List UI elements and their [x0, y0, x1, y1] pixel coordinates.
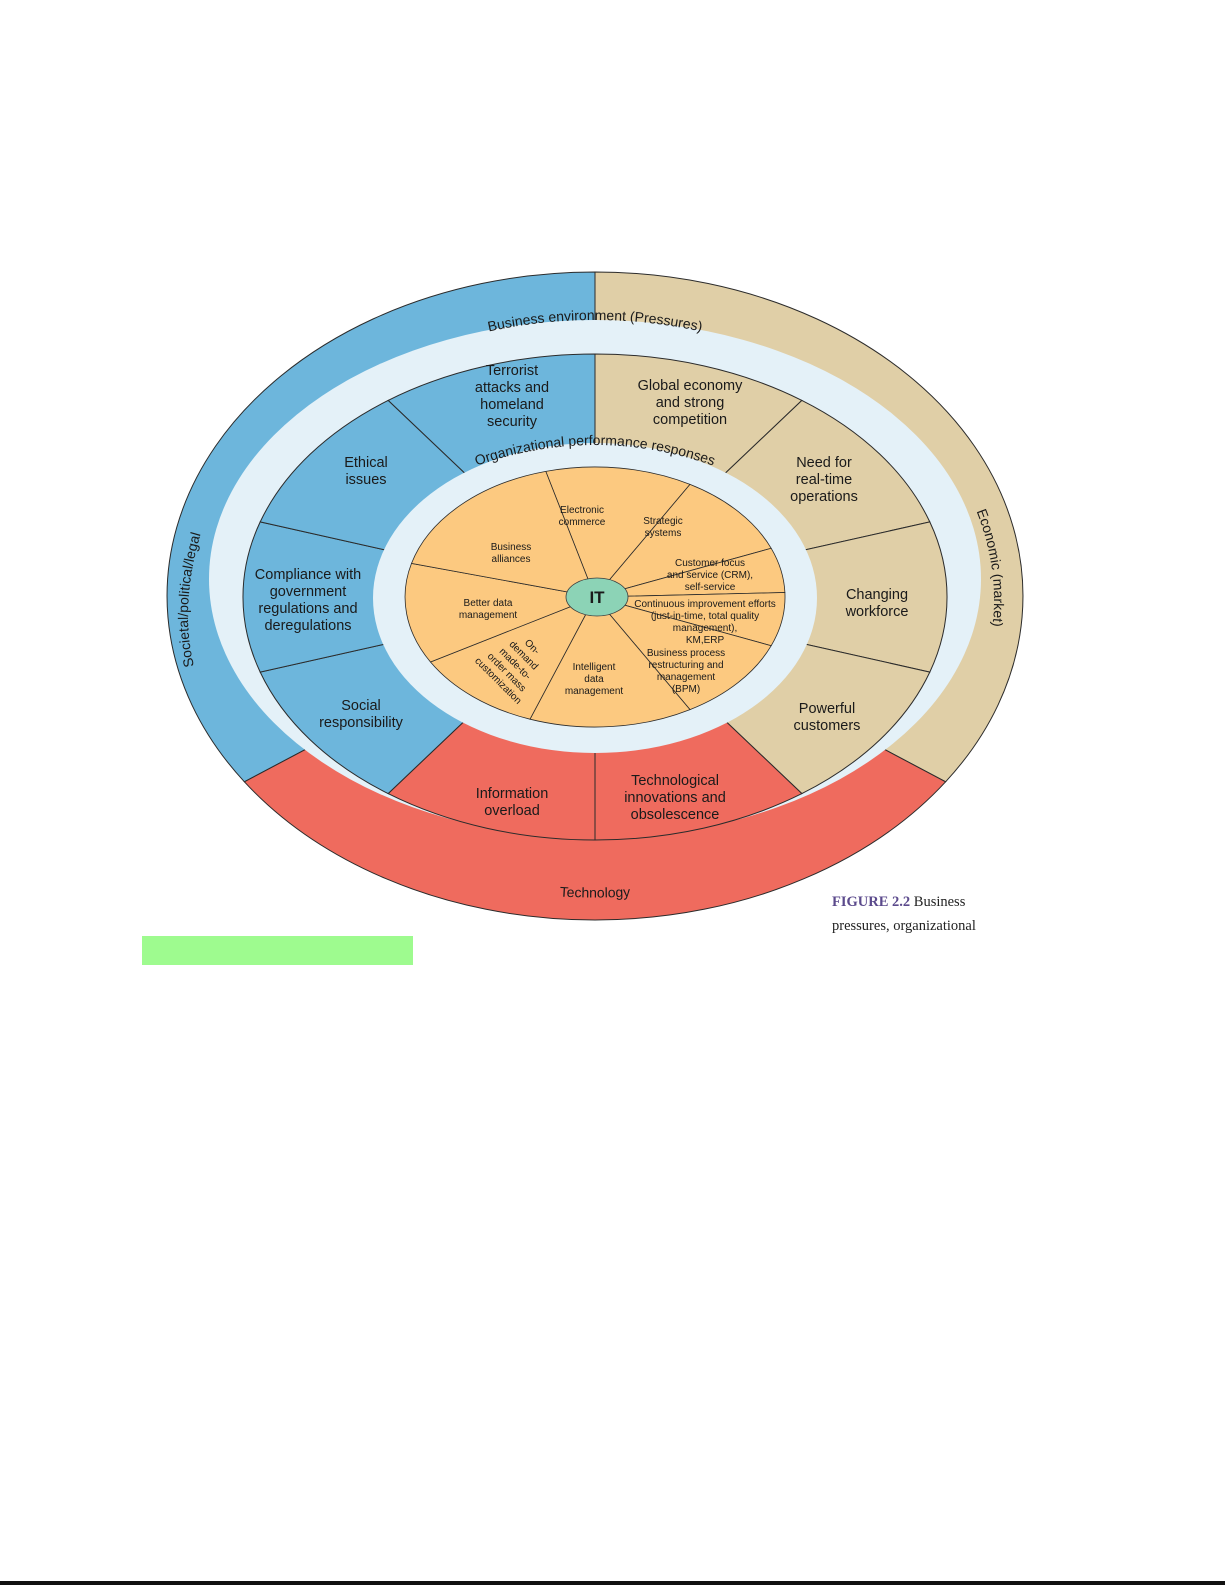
- pressure-label-real-time-line: operations: [790, 489, 858, 505]
- pressure-label-compliance-line: Compliance with: [255, 567, 361, 583]
- response-label-crm-line: and service (CRM),: [667, 570, 753, 581]
- response-label-bpm-line: restructuring and: [648, 660, 723, 671]
- response-label-strategic-line: Strategic: [643, 516, 682, 527]
- pressure-label-compliance-line: deregulations: [264, 618, 351, 634]
- figure-caption-text: Business pressures, organizational: [832, 894, 976, 934]
- response-sector-strategic: [593, 483, 772, 598]
- pressure-label-real-time-line: real-time: [796, 472, 852, 488]
- response-sector-better-data: [404, 562, 597, 663]
- response-label-better-data-line: Better data: [464, 598, 513, 609]
- response-sector-bpm: [593, 596, 772, 711]
- response-label-continuous-line: management),: [673, 623, 737, 634]
- pressure-label-workforce-line: Changing: [846, 587, 908, 603]
- pressure-label-social-line: Social: [341, 698, 381, 714]
- figure-caption: FIGURE 2.2 Business pressures, organizat…: [832, 890, 1002, 934]
- highlight-bar: [142, 936, 413, 965]
- pressure-label-real-time-line: Need for: [796, 455, 852, 471]
- business-pressures-diagram: IT Business environment (Pressures) Orga…: [166, 271, 1024, 921]
- response-label-alliances-line: alliances: [492, 554, 531, 565]
- response-label-crm-line: self-service: [685, 582, 736, 593]
- response-label-bpm-line: management: [657, 672, 716, 683]
- response-label-on-demand: On-demandmade-to-order masscustomization: [472, 622, 557, 707]
- pressure-label-terrorist-line: homeland: [480, 397, 544, 413]
- pressure-label-terrorist-line: Terrorist: [486, 363, 538, 379]
- response-label-alliances-line: Business: [491, 542, 532, 553]
- pressure-label-ethical-line: issues: [345, 472, 386, 488]
- response-label-intelligent-line: management: [565, 686, 624, 697]
- pressure-label-customers-line: customers: [794, 718, 861, 734]
- response-label-intelligent-line: Intelligent: [573, 662, 616, 673]
- response-label-continuous-line: Continuous improvement efforts: [634, 599, 776, 610]
- pressure-label-terrorist-line: security: [487, 414, 538, 430]
- pressure-label-compliance-line: government: [270, 584, 347, 600]
- it-label: IT: [589, 588, 605, 607]
- pressure-label-customers-line: Powerful: [799, 701, 855, 717]
- pressure-label-info-overload-line: overload: [484, 803, 540, 819]
- pressure-label-workforce-line: workforce: [845, 604, 909, 620]
- pressure-label-social-line: responsibility: [319, 715, 404, 731]
- figure-label: FIGURE 2.2: [832, 894, 911, 910]
- response-sectors: [404, 466, 786, 728]
- response-label-continuous-line: (just-in-time, total quality: [651, 611, 759, 622]
- response-label-better-data-line: management: [459, 610, 518, 621]
- response-label-bpm-line: Business process: [647, 648, 725, 659]
- pressure-label-ethical-line: Ethical: [344, 455, 388, 471]
- response-label-bpm-line: (BPM): [672, 684, 700, 695]
- response-label-intelligent-line: data: [584, 674, 604, 685]
- pressure-label-info-overload-line: Information: [476, 786, 549, 802]
- response-sector-ecommerce: [545, 466, 691, 598]
- page-bottom-rule: [0, 1581, 1225, 1585]
- response-label-ecommerce-line: Electronic: [560, 505, 604, 516]
- pressure-label-tech-innovations-line: Technological: [631, 773, 719, 789]
- it-hub: [565, 577, 629, 617]
- pressure-label-global-economy-line: competition: [653, 412, 727, 428]
- response-sector-intelligent: [529, 596, 691, 728]
- response-label-ecommerce-line: commerce: [559, 517, 606, 528]
- pressure-label-tech-innovations-line: obsolescence: [631, 807, 720, 823]
- response-sector-alliances: [410, 470, 596, 598]
- response-label-strategic-line: systems: [645, 528, 682, 539]
- response-sector-on-demand: [429, 596, 596, 720]
- pressure-label-global-economy-line: Global economy: [638, 378, 744, 394]
- response-label-crm-line: Customer focus: [675, 558, 745, 569]
- pressure-label-terrorist-line: attacks and: [475, 380, 549, 396]
- pressure-label-tech-innovations-line: innovations and: [624, 790, 726, 806]
- pressure-label-compliance-line: regulations and: [258, 601, 357, 617]
- technology-ring-label: Technology: [559, 883, 630, 900]
- pressure-label-global-economy-line: and strong: [656, 395, 725, 411]
- response-label-continuous: Continuous improvement efforts(just-in-t…: [634, 599, 776, 646]
- response-label-continuous-line: KM,ERP: [686, 635, 725, 646]
